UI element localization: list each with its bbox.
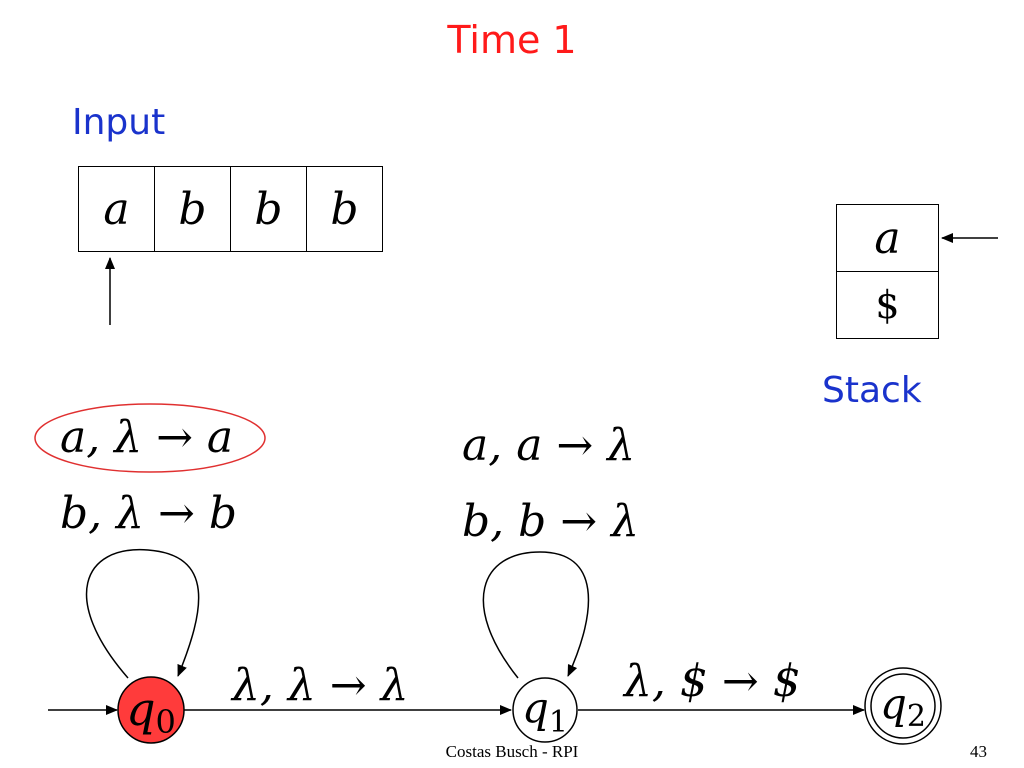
slide-title: Time 1 bbox=[447, 18, 577, 62]
input-tape-cell: b bbox=[230, 166, 307, 252]
state-q0-label: q0 bbox=[126, 682, 176, 741]
state-q2-inner bbox=[870, 673, 936, 739]
q1-self-loop bbox=[482, 551, 590, 679]
transition-q1-q2: λ, $ → $ bbox=[624, 656, 801, 707]
highlight-ellipse bbox=[34, 403, 266, 473]
input-tape-cell: a bbox=[78, 166, 155, 252]
stack-label: Stack bbox=[822, 370, 922, 411]
stack-cell-top: a bbox=[836, 204, 939, 272]
transition-q0-q1: λ, λ → λ bbox=[232, 660, 409, 711]
stack-cell-bottom: $ bbox=[836, 271, 939, 339]
q0-self-loop bbox=[85, 549, 200, 679]
state-q1-label: q1 bbox=[522, 683, 568, 740]
input-tape-cell: b bbox=[154, 166, 231, 252]
footer-author: Costas Busch - RPI bbox=[445, 742, 579, 761]
input-tape-cell: b bbox=[306, 166, 383, 252]
transition-q0-loop-b: b, λ → b bbox=[60, 488, 238, 539]
state-q0 bbox=[117, 676, 185, 744]
transition-q1-loop-a: a, a → λ bbox=[462, 420, 636, 471]
input-label: Input bbox=[72, 102, 166, 143]
state-q1 bbox=[512, 677, 578, 743]
transition-q0-loop-a: a, λ → a bbox=[60, 412, 234, 463]
page-number: 43 bbox=[970, 742, 987, 761]
transition-q1-loop-b: b, b → λ bbox=[462, 496, 640, 547]
state-q2-outer bbox=[864, 667, 942, 745]
state-q2-label: q2 bbox=[880, 679, 926, 734]
